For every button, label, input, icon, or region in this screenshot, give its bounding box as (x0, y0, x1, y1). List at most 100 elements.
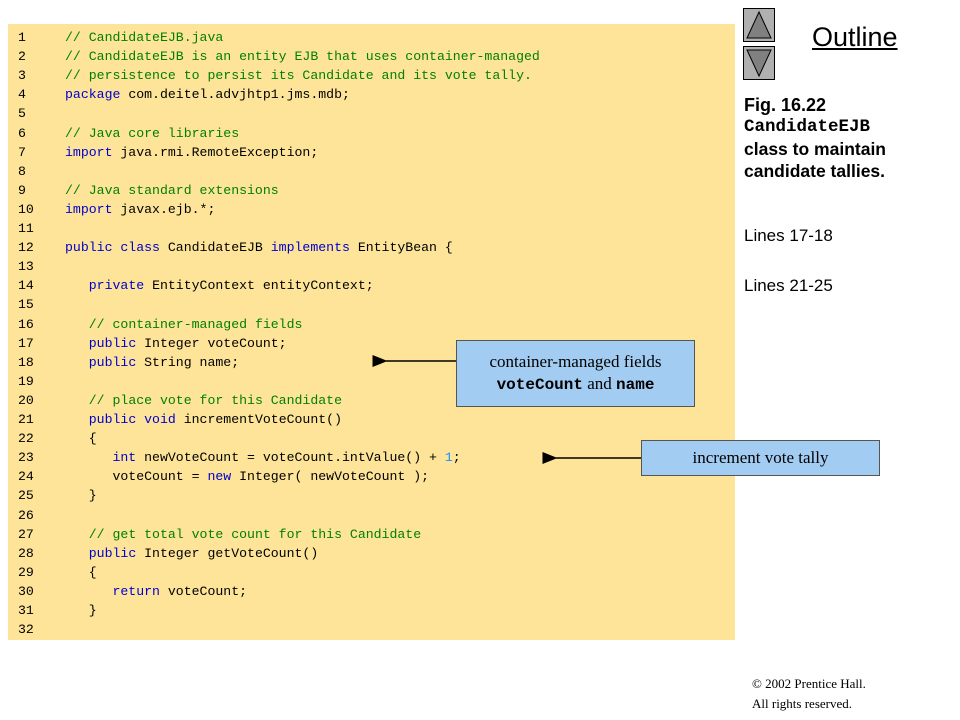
line-number: 15 (18, 297, 34, 313)
code-token: package (65, 87, 121, 103)
figure-description: Fig. 16.22 CandidateEJB class to maintai… (744, 94, 954, 182)
code-token: voteCount = (65, 469, 208, 485)
callout-fields-and: and (582, 374, 617, 393)
line-number: 17 (18, 335, 34, 351)
code-text: import java.rmi.RemoteException; (48, 143, 318, 162)
code-line: 16 // container-managed fields (8, 315, 302, 334)
line-number: 16 (18, 316, 34, 332)
code-text: // CandidateEJB is an entity EJB that us… (48, 47, 540, 66)
code-line: 29 { (8, 563, 97, 582)
triangle-down-icon (744, 47, 774, 79)
code-text: package com.deitel.advjhtp1.jms.mdb; (48, 85, 350, 104)
code-text: public String name; (48, 353, 239, 372)
code-line: 23 int newVoteCount = voteCount.intValue… (8, 448, 461, 467)
figure-caption: class to maintain candidate tallies. (744, 139, 886, 181)
line-number: 2 (18, 49, 26, 65)
line-number: 20 (18, 392, 34, 408)
code-token: javax.ejb.*; (112, 201, 216, 217)
callout-container-managed-fields: container-managed fields voteCount and n… (456, 340, 695, 407)
code-token: 1 (444, 450, 453, 466)
code-token: new (207, 469, 232, 485)
code-token: // persistence to persist its Candidate … (65, 68, 532, 84)
code-token: // Java standard extensions (65, 182, 279, 198)
code-token: public void (88, 412, 176, 427)
line-number: 23 (18, 450, 34, 466)
code-line: 25 } (8, 486, 97, 505)
code-line: 6// Java core libraries (8, 124, 239, 143)
code-line: 2 // CandidateEJB is an entity EJB that u… (8, 47, 540, 66)
line-number: 14 (18, 278, 34, 294)
line-number: 30 (18, 583, 34, 599)
line-ref-increment: Lines 21-25 (744, 276, 833, 295)
class-name: CandidateEJB (744, 117, 871, 137)
code-token: return (112, 583, 160, 599)
code-token: com.deitel.advjhtp1.jms.mdb; (120, 87, 350, 103)
figure-number: Fig. 16.22 (744, 95, 827, 115)
code-line: 7 import java.rmi.RemoteException; (8, 143, 318, 162)
code-token: // Java core libraries (65, 125, 240, 141)
code-text: private EntityContext entityContext; (48, 276, 374, 295)
previous-slide-button[interactable] (743, 8, 775, 42)
code-token: public (88, 335, 137, 351)
code-token: { (65, 564, 97, 580)
code-line: 11 (8, 219, 65, 238)
copyright-symbol: © (752, 676, 762, 691)
code-token: } (65, 488, 97, 504)
code-token: // CandidateEJB is an entity EJB that us… (65, 49, 540, 65)
line-number: 28 (18, 545, 34, 561)
code-token: newVoteCount = voteCount.intValue() + (136, 450, 445, 466)
code-token: public (88, 354, 137, 370)
line-number: 13 (18, 259, 34, 275)
line-number: 32 (18, 622, 34, 638)
code-line: 5 (8, 104, 65, 123)
code-token: EntityContext entityContext; (144, 278, 374, 294)
code-line: 27 // get total vote count for this Cand… (8, 525, 421, 544)
code-token: // place vote for this Candidate (88, 392, 342, 408)
code-token: public (88, 545, 137, 561)
copyright-notice: © 2002 Prentice Hall. All rights reserve… (752, 674, 866, 714)
line-number: 3 (18, 68, 26, 84)
code-token: ; (452, 450, 461, 466)
line-number: 5 (18, 106, 26, 122)
code-token: incrementVoteCount() (175, 412, 343, 427)
code-token: String name; (136, 354, 240, 370)
code-text: // place vote for this Candidate (48, 391, 342, 410)
line-number: 26 (18, 507, 34, 523)
code-line: 26 (8, 506, 65, 525)
callout-field-votecount: voteCount (496, 376, 583, 394)
code-line: 1// CandidateEJB.java (8, 28, 223, 47)
code-token: int (112, 450, 137, 466)
code-text: // CandidateEJB.java (48, 28, 223, 47)
copyright-line-2: All rights reserved. (752, 696, 853, 711)
code-text: voteCount = new Integer( newVoteCount ); (48, 467, 429, 486)
code-token: CandidateEJB (159, 240, 271, 256)
code-line: 21 public void incrementVoteCount() (8, 410, 342, 429)
code-text: // persistence to persist its Candidate … (48, 66, 532, 85)
code-line: 30 return voteCount; (8, 582, 247, 601)
code-text: // Java core libraries (48, 124, 239, 143)
line-number: 22 (18, 431, 34, 447)
code-line: 32 (8, 620, 65, 639)
callout-fields-names: voteCount and name (457, 373, 694, 396)
line-number: 7 (18, 144, 26, 160)
code-token: Integer voteCount; (136, 335, 287, 351)
code-token: private (88, 278, 145, 294)
code-text: { (48, 563, 97, 582)
line-number: 29 (18, 564, 34, 580)
copyright-line-1: 2002 Prentice Hall. (761, 676, 866, 691)
code-line: 8 (8, 162, 65, 181)
code-line: 15 (8, 295, 65, 314)
code-line: 28 public Integer getVoteCount() (8, 544, 318, 563)
line-number: 11 (18, 221, 34, 236)
code-text: } (48, 601, 97, 620)
outline-link[interactable]: Outline (812, 22, 898, 52)
code-token: public class (65, 240, 160, 256)
code-text: import javax.ejb.*; (48, 200, 215, 219)
callout-increment-vote-tally: increment vote tally (641, 440, 880, 476)
code-line: 9// Java standard extensions (8, 181, 279, 200)
line-number: 31 (18, 603, 34, 618)
next-slide-button[interactable] (743, 46, 775, 80)
